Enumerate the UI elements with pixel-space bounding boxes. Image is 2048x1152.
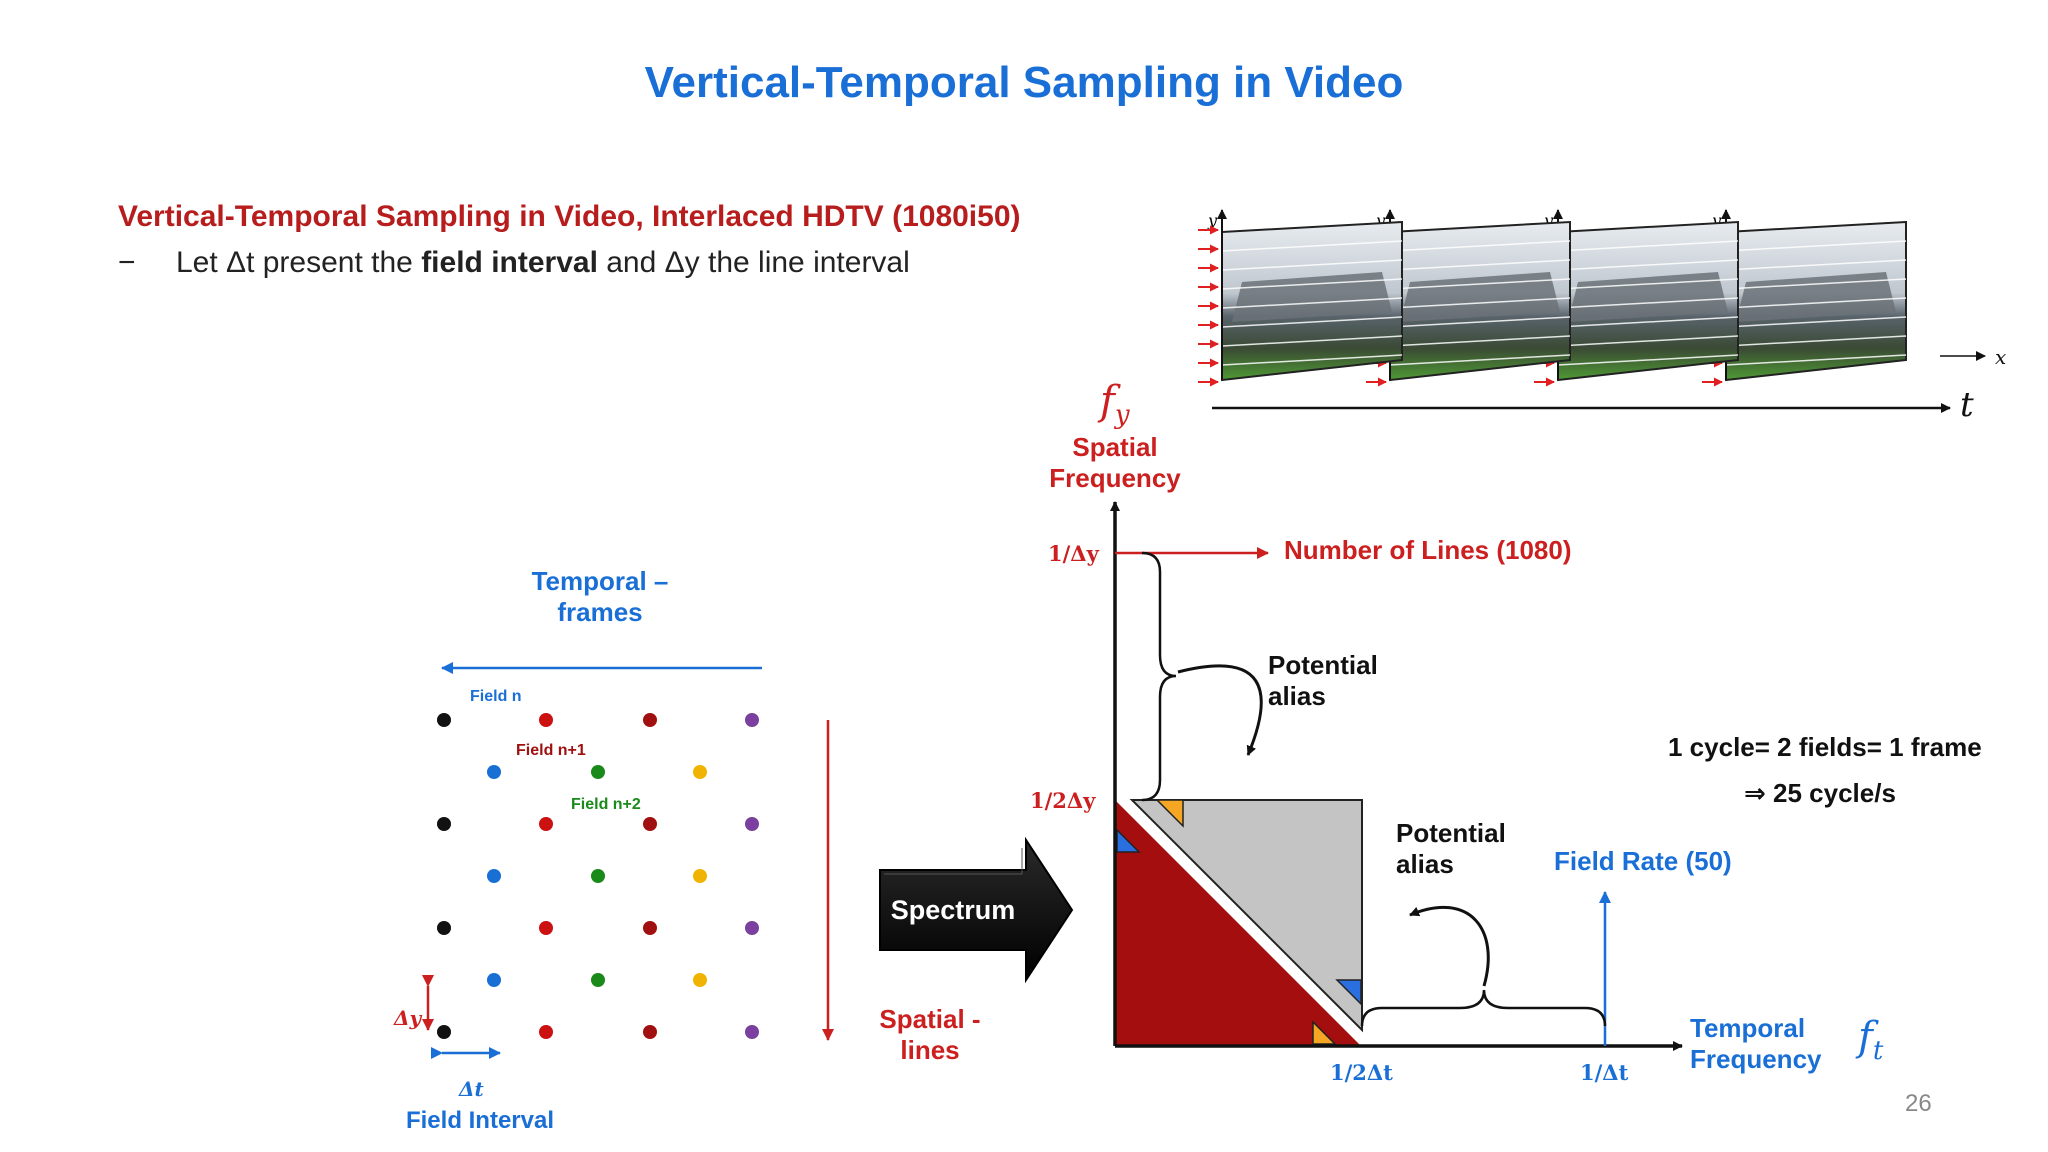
fy-symbol: fy bbox=[1100, 378, 1130, 430]
frame-y-label: y bbox=[1375, 211, 1386, 230]
delta-y-label: Δy bbox=[394, 1006, 422, 1030]
frame-y-label: y bbox=[1711, 211, 1722, 230]
video-frame: y bbox=[1366, 209, 1571, 387]
field-n1-label: Field n+1 bbox=[516, 742, 586, 759]
sample-dot bbox=[643, 921, 657, 935]
potential-alias-top: Potential alias bbox=[1268, 650, 1378, 711]
spectrum-arrow bbox=[879, 836, 1074, 984]
bullet-bold: field interval bbox=[421, 246, 598, 279]
sample-dot bbox=[539, 713, 553, 727]
tick-1-dt: 1/Δt bbox=[1580, 1060, 1629, 1085]
bullet-text-2: and Δy the line interval bbox=[597, 246, 910, 279]
sample-dot bbox=[487, 869, 501, 883]
horizontal-brace bbox=[1360, 989, 1607, 1027]
frame-y-label: y bbox=[1543, 211, 1554, 230]
page-number: 26 bbox=[1905, 1090, 1932, 1117]
sample-dot bbox=[539, 921, 553, 935]
spectrum-label: Spectrum bbox=[890, 895, 1016, 925]
sample-dot bbox=[487, 973, 501, 987]
alias-top-arrow bbox=[1177, 664, 1263, 756]
sample-dot bbox=[591, 765, 605, 779]
white-divider bbox=[1117, 797, 1365, 1045]
sample-dot bbox=[745, 1025, 759, 1039]
number-of-lines-label: Number of Lines (1080) bbox=[1284, 535, 1572, 565]
alias-gray-region bbox=[1129, 799, 1363, 1033]
sample-dot bbox=[643, 713, 657, 727]
bullet-text-1: Let Δt present the bbox=[176, 246, 422, 279]
sample-dot bbox=[693, 973, 707, 987]
potential-alias-right: Potential alias bbox=[1396, 818, 1506, 879]
ft-symbol: ft bbox=[1858, 1014, 1884, 1066]
sample-dot bbox=[693, 765, 707, 779]
sample-dot bbox=[745, 921, 759, 935]
delta-t-label: Δt bbox=[459, 1077, 484, 1101]
sample-dot bbox=[437, 817, 451, 831]
sample-dot bbox=[437, 713, 451, 727]
slide-subtitle: Vertical-Temporal Sampling in Video, Int… bbox=[118, 200, 1021, 233]
sampling-dots bbox=[437, 713, 759, 1039]
slide-title: Vertical-Temporal Sampling in Video bbox=[644, 58, 1404, 107]
bullet-dash: − bbox=[118, 246, 136, 279]
rate-note: ⇒ 25 cycle/s bbox=[1744, 778, 1896, 808]
tick-half-dy: 1/2Δy bbox=[1030, 788, 1096, 813]
sample-dot bbox=[437, 1025, 451, 1039]
sample-dot bbox=[487, 765, 501, 779]
spectrum-plot bbox=[1110, 501, 1683, 1051]
field-n-label: Field n bbox=[470, 688, 522, 705]
sample-dot bbox=[539, 1025, 553, 1039]
tick-1-dy: 1/Δy bbox=[1048, 541, 1099, 566]
spatial-frequency-label: Spatial Frequency bbox=[1049, 432, 1181, 493]
sample-dot bbox=[437, 921, 451, 935]
spatial-lines-label: Spatial - lines bbox=[879, 1004, 981, 1065]
baseband-red-region bbox=[1115, 800, 1361, 1046]
temporal-frames-label: Temporal – frames bbox=[531, 566, 669, 627]
sample-dot bbox=[591, 973, 605, 987]
x-axis-label: x bbox=[1995, 345, 2006, 369]
field-n2-label: Field n+2 bbox=[571, 796, 641, 813]
t-axis-label: t bbox=[1960, 385, 1974, 425]
field-rate-label: Field Rate (50) bbox=[1554, 846, 1732, 876]
sample-dot bbox=[539, 817, 553, 831]
sample-dot bbox=[643, 1025, 657, 1039]
sample-dot bbox=[693, 869, 707, 883]
cycle-note: 1 cycle= 2 fields= 1 frame bbox=[1668, 732, 1982, 762]
sample-dot bbox=[591, 869, 605, 883]
field-interval-label: Field Interval bbox=[405, 1107, 555, 1134]
temporal-frequency-label: Temporal Frequency bbox=[1690, 1013, 1822, 1074]
vertical-brace bbox=[1141, 551, 1177, 802]
frame-y-label: y bbox=[1207, 211, 1218, 230]
video-frame: y bbox=[1198, 209, 1403, 387]
sample-dot bbox=[745, 817, 759, 831]
tick-half-dt: 1/2Δt bbox=[1330, 1060, 1393, 1085]
alias-right-arrow bbox=[1409, 905, 1490, 987]
sample-dot bbox=[745, 713, 759, 727]
sample-dot bbox=[643, 817, 657, 831]
bullet-line: − Let Δt present the field interval and Δ… bbox=[118, 246, 910, 280]
